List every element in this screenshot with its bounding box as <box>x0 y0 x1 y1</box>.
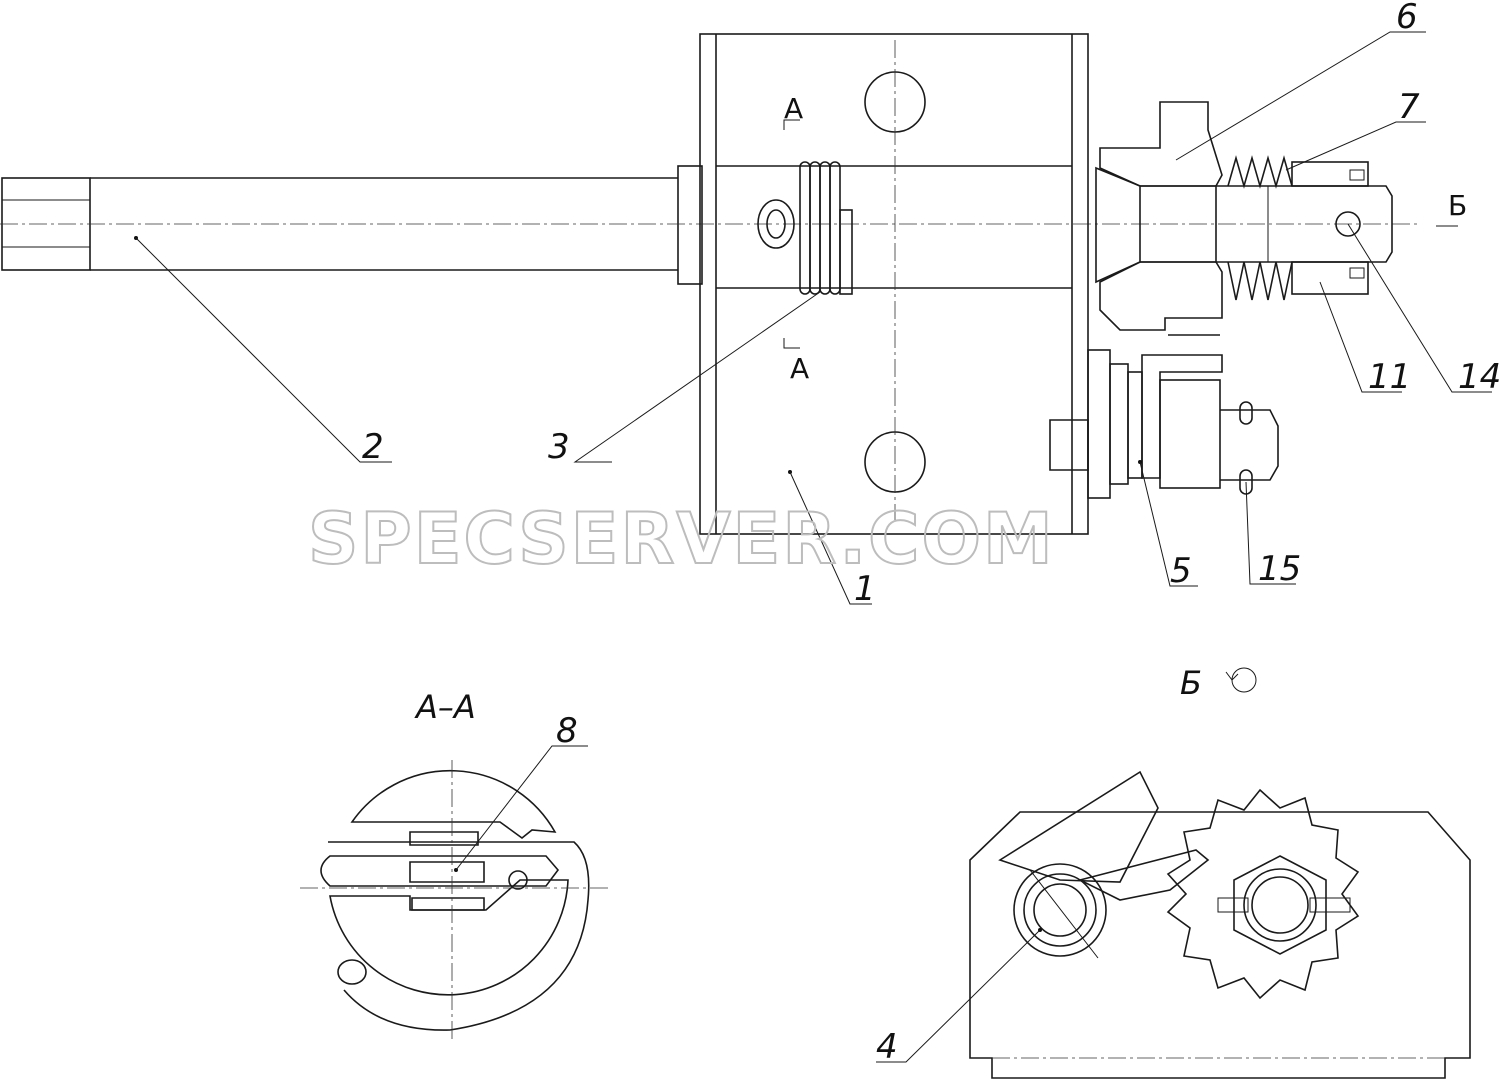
view-arrow-b: Б <box>1436 189 1467 227</box>
callout-8: 8 <box>556 711 578 751</box>
view-arrow-b-label: Б <box>1448 189 1467 222</box>
rotation-icon <box>1231 667 1257 693</box>
callout-15: 15 <box>1258 549 1301 589</box>
callout-5: 5 <box>1170 551 1192 591</box>
callout-11: 11 <box>1368 357 1411 397</box>
hub-6 <box>1095 101 1223 331</box>
callout-2: 2 <box>362 427 384 467</box>
callout-labels: 1 2 3 4 5 6 7 8 11 14 15 <box>362 0 1500 1067</box>
bracket-1 <box>699 33 1089 535</box>
view-b: Б <box>876 664 1471 1079</box>
section-aa-view: А–А <box>300 688 608 1040</box>
callout-14: 14 <box>1458 357 1500 397</box>
callout-6: 6 <box>1396 0 1418 37</box>
section-mark-a-top: А <box>783 92 803 130</box>
section-label-a-bottom: А <box>790 352 809 385</box>
leader-lines <box>135 31 1492 605</box>
section-aa-title: А–А <box>414 688 476 726</box>
shaft-2 <box>1 165 703 285</box>
callout-7: 7 <box>1398 87 1420 127</box>
washers-7 <box>1227 155 1293 301</box>
nut-11 <box>1291 161 1369 295</box>
view-b-title: Б <box>1180 664 1202 702</box>
watermark: SPECSERVER.COM <box>308 498 1055 580</box>
spring-3 <box>799 161 853 295</box>
callout-4: 4 <box>876 1027 898 1067</box>
shaft-end <box>1215 185 1393 263</box>
main-view: А А Б <box>0 33 1467 535</box>
section-label-a-top: А <box>784 92 803 125</box>
callout-1: 1 <box>854 569 876 609</box>
section-mark-a-bottom: А <box>783 338 809 385</box>
callout-3: 3 <box>548 427 570 467</box>
lever-assembly <box>1049 334 1279 499</box>
